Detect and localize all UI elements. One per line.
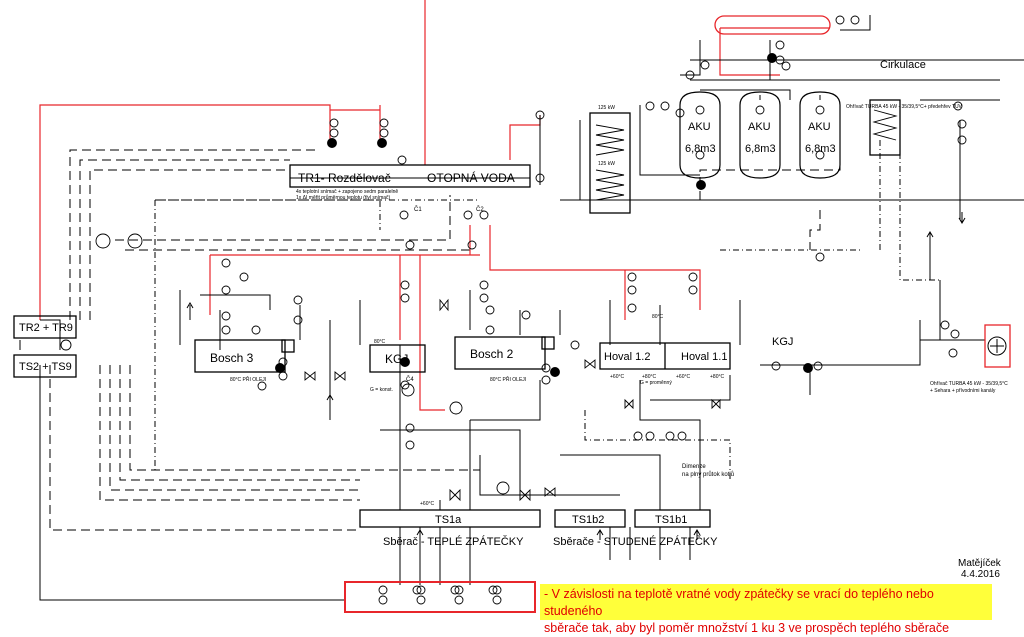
temp-hoval-a: +60°C bbox=[610, 374, 624, 380]
valves bbox=[304, 298, 721, 502]
tr2-label: TR2 + TR9 bbox=[19, 322, 73, 334]
note-line-1: - V závislosti na teplotě vratné vody zp… bbox=[544, 587, 934, 618]
supply-lines bbox=[39, 0, 830, 411]
ts1b1-box bbox=[634, 509, 711, 528]
tr2-box bbox=[13, 315, 77, 339]
turba-bottom-note: + Sehara + přívodními kanály bbox=[930, 388, 996, 394]
note-line-2: sběrače tak, aby byl poměr množství 1 ku… bbox=[544, 621, 950, 635]
turba-exchanger-top bbox=[869, 99, 901, 156]
aku1-label: AKU bbox=[688, 121, 711, 133]
temp-hoval: 80°C bbox=[652, 314, 664, 320]
instruments bbox=[60, 15, 967, 605]
c4-label: Č4 bbox=[406, 376, 414, 383]
cold-return-label: Sběrače - STUDENÉ ZPÁTEČKY bbox=[553, 535, 718, 548]
turba-top-label: Ohřívač TURBA 45 kW - 35/39,5°C+ předehř… bbox=[846, 104, 963, 110]
temp-bosch2: 80°C PŘI OLEJI bbox=[490, 375, 526, 383]
aku1-volume: 6,8m3 bbox=[685, 143, 716, 155]
circulation-label: Cirkulace bbox=[880, 59, 926, 71]
turba-unit-bottom bbox=[984, 324, 1011, 368]
dimenze-label: Dimenze bbox=[682, 464, 706, 470]
temp-kgj: 80°C bbox=[374, 339, 386, 345]
ts1b2-box bbox=[554, 509, 626, 528]
aku2-volume: 6,8m3 bbox=[745, 143, 776, 155]
bosch3-box bbox=[194, 339, 286, 373]
kgj-label: KGJ bbox=[385, 352, 408, 366]
aku3-label: AKU bbox=[808, 121, 831, 133]
c1-label: Č1 bbox=[414, 206, 422, 213]
return-lines bbox=[49, 120, 841, 531]
dashdot-lines bbox=[154, 140, 940, 480]
ts1a-label: TS1a bbox=[435, 514, 462, 526]
temp-hoval-b: +80°C bbox=[642, 374, 656, 380]
kw125-bottom: 125 kW bbox=[598, 161, 615, 167]
warm-return-label: Sběrač - TEPLÉ ZPÁTEČKY bbox=[383, 535, 524, 548]
aku3-volume: 6,8m3 bbox=[805, 143, 836, 155]
ts2-box bbox=[13, 354, 77, 378]
g-konst-label: G = konst. bbox=[370, 387, 393, 393]
temp-hoval-d: +80°C bbox=[710, 374, 724, 380]
heating-scheme-diagram: TR1- Rozdělovač OTOPNÁ VODA TR2 + TR9 TS… bbox=[13, 0, 1024, 613]
ts1b2-label: TS1b2 bbox=[572, 514, 604, 526]
dimenze-note: na plný průtok kotlů bbox=[682, 471, 734, 478]
ts1b1-label: TS1b1 bbox=[655, 514, 687, 526]
top-vessel bbox=[714, 15, 831, 35]
aku-tank-1 bbox=[679, 91, 721, 179]
tr1-note-1: 4x teplotní snímač + zapojeno sedm paral… bbox=[296, 189, 398, 195]
aku-tank-2 bbox=[739, 91, 781, 179]
tr1-note-2: 1x ΔI měřit průměrnou teplotu (tlyl sním… bbox=[296, 194, 391, 201]
pipes bbox=[19, 15, 1024, 601]
g-promen-label: G = proměnný bbox=[640, 380, 672, 386]
bosch2-burner bbox=[541, 336, 555, 350]
bosch3-burner bbox=[281, 339, 295, 353]
distributor-label: TR1- Rozdělovač bbox=[298, 171, 391, 185]
bosch2-label: Bosch 2 bbox=[470, 347, 514, 361]
hoval12-label: Hoval 1.2 bbox=[604, 351, 650, 363]
bosch2-box bbox=[454, 336, 546, 370]
aku2-label: AKU bbox=[748, 121, 771, 133]
ts1a-box bbox=[359, 509, 541, 528]
hoval11-label: Hoval 1.1 bbox=[681, 351, 727, 363]
author-label: Matějíček bbox=[958, 558, 1002, 569]
temp-hoval-c: +60°C bbox=[676, 374, 690, 380]
temp-ts1a: +60°C bbox=[420, 501, 434, 507]
heating-water-label: OTOPNÁ VODA bbox=[427, 170, 515, 185]
c2-label: Č2 bbox=[476, 206, 484, 213]
bosch3-label: Bosch 3 bbox=[210, 351, 254, 365]
distributor-box bbox=[289, 164, 531, 188]
turba-bottom-label: Ohřívač TURBA 45 kW - 35/39,5°C bbox=[930, 381, 1008, 387]
date-label: 4.4.2016 bbox=[961, 569, 1000, 580]
ts2-label: TS2 + TS9 bbox=[19, 361, 72, 373]
aku-tank-3 bbox=[799, 91, 841, 179]
exchanger-125kw bbox=[589, 112, 631, 214]
kgj-side-label: KGJ bbox=[772, 336, 793, 348]
explanatory-note: - V závislosti na teplotě vratné vody zp… bbox=[540, 584, 992, 635]
return-manifold-highlight bbox=[344, 581, 536, 613]
kgj-box bbox=[369, 344, 426, 373]
kw125-top: 125 kW bbox=[598, 105, 615, 111]
temp-bosch3: 80°C PŘI OLEJI bbox=[230, 375, 266, 383]
